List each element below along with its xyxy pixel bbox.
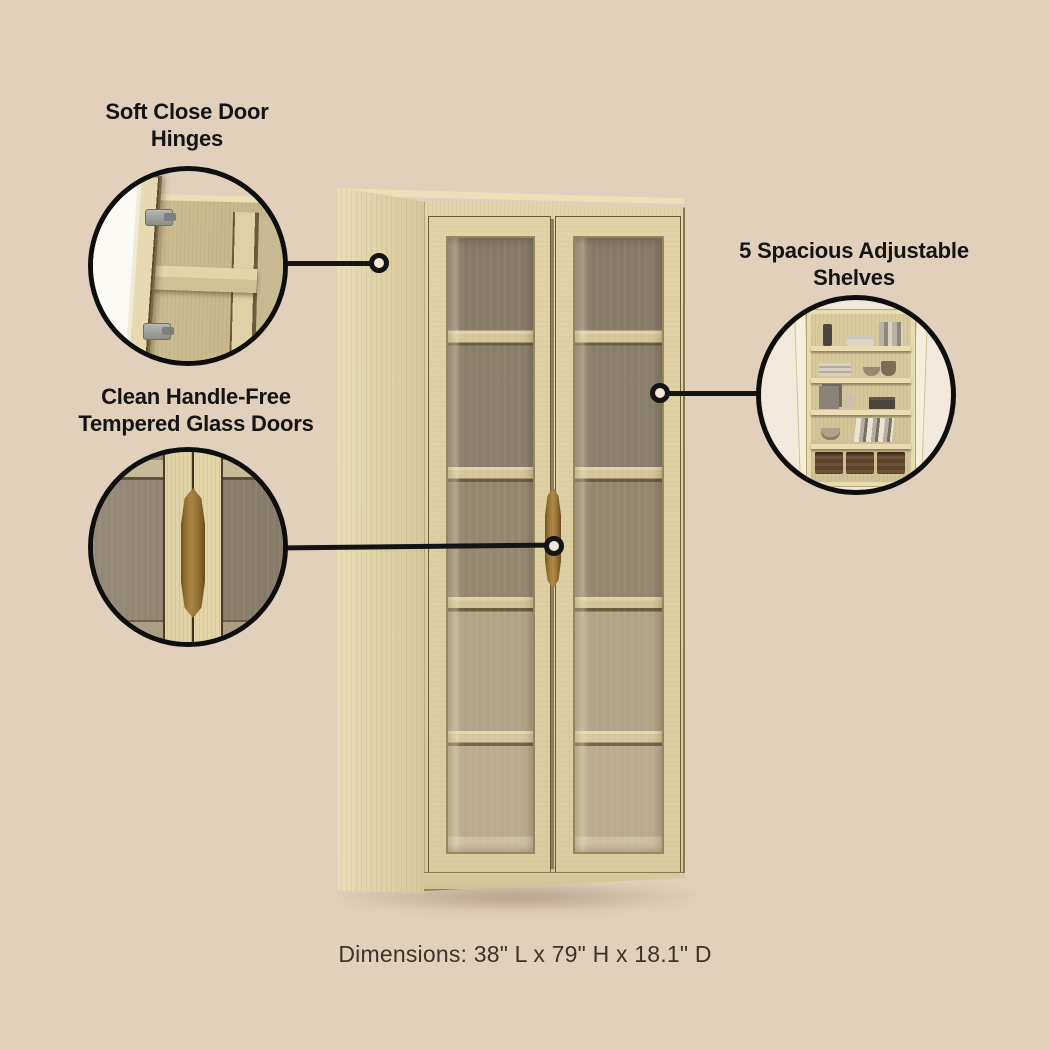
hinge-icon-bottom bbox=[143, 323, 174, 340]
hinge-arm bbox=[164, 213, 176, 221]
decor-vase bbox=[845, 394, 854, 409]
callout-dot-shelves bbox=[650, 383, 670, 403]
decor-plate-stack bbox=[847, 339, 873, 346]
feature-label-hinges-line2: Hinges bbox=[150, 126, 224, 151]
shelf-board bbox=[811, 378, 911, 383]
cabinet-left-side-panel bbox=[336, 187, 425, 893]
feature-label-shelves-line1: 5 Spacious Adjustable bbox=[739, 238, 969, 263]
hinge-arm bbox=[162, 327, 174, 335]
inset-photo-shelves bbox=[756, 295, 956, 495]
feature-label-shelves: 5 Spacious Adjustable Shelves bbox=[704, 237, 1004, 291]
decor-book-stack bbox=[819, 363, 851, 376]
feature-label-shelves-line2: Shelves bbox=[813, 265, 895, 290]
inset-glass-door-seam-bottom bbox=[192, 614, 194, 642]
shelf-board bbox=[811, 410, 911, 415]
feature-label-glass-doors: Clean Handle-Free Tempered Glass Doors bbox=[46, 383, 346, 437]
decor-basket bbox=[815, 452, 843, 474]
decor-books bbox=[879, 322, 903, 346]
callout-line-shelves bbox=[662, 391, 760, 396]
inset-hinges-shelf bbox=[140, 264, 258, 294]
shelf-board bbox=[811, 444, 911, 449]
inset-glass-door-seam-top bbox=[192, 452, 194, 492]
inset-shelves-interior bbox=[811, 314, 911, 482]
decor-dark-stack bbox=[869, 400, 895, 409]
hinge-icon-top bbox=[145, 209, 176, 226]
inset-shelves-cabinet bbox=[806, 309, 916, 487]
feature-label-glass-line1: Clean Handle-Free bbox=[101, 384, 291, 409]
decor-art-panels bbox=[819, 386, 839, 409]
dimensions-text: Dimensions: 38" L x 79" H x 18.1" D bbox=[338, 941, 712, 967]
callout-dot-glass-doors bbox=[544, 536, 564, 556]
decor-bottle bbox=[823, 324, 832, 346]
decor-basket bbox=[846, 452, 874, 474]
decor-bowl bbox=[863, 367, 880, 376]
feature-label-hinges: Soft Close Door Hinges bbox=[37, 98, 337, 152]
callout-dot-hinges bbox=[369, 253, 389, 273]
inset-photo-glass-doors bbox=[88, 447, 288, 647]
decor-bowl bbox=[881, 361, 896, 376]
shelf-board bbox=[811, 346, 911, 351]
feature-label-hinges-line1: Soft Close Door bbox=[105, 99, 269, 124]
feature-label-glass-line2: Tempered Glass Doors bbox=[78, 411, 314, 436]
cabinet-right-glass-door bbox=[555, 216, 681, 873]
decor-basket bbox=[877, 452, 905, 474]
inset-hinges-right-door-glass bbox=[254, 216, 283, 361]
callout-line-hinges bbox=[284, 261, 376, 266]
decor-pedestal-bowl bbox=[821, 428, 840, 437]
inset-photo-hinges bbox=[88, 166, 288, 366]
decor-leaning-books bbox=[853, 418, 895, 442]
right-door-glass-pane bbox=[575, 238, 662, 852]
inset-glass-handle-groove bbox=[181, 488, 205, 618]
